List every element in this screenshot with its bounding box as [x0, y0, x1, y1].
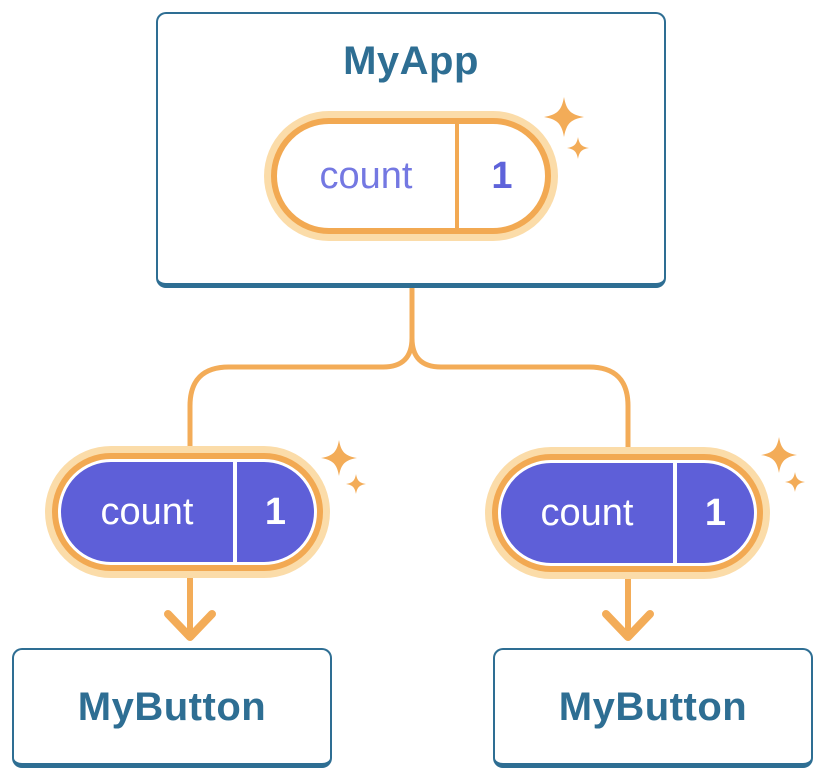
root-state-pill: count 1 — [271, 118, 551, 234]
root-component-card: MyApp count 1 — [156, 12, 666, 288]
down-arrow-stems — [187, 575, 631, 634]
pill-divider — [455, 124, 459, 228]
state-value-label: 1 — [704, 492, 727, 534]
down-arrow-icon — [164, 610, 654, 641]
child-component-card-left: MyButton — [12, 648, 332, 768]
child-component-card-right: MyButton — [493, 648, 813, 768]
pill-divider — [233, 462, 237, 562]
child-state-pill-left: count 1 — [58, 459, 317, 565]
state-name-label: count — [540, 492, 634, 534]
pill-divider — [673, 463, 677, 563]
sparkle-icon — [321, 440, 366, 494]
state-name-label: count — [100, 491, 194, 533]
parent-to-children-connector — [187, 285, 631, 450]
state-value-label: 1 — [264, 491, 287, 533]
child-component-title: MyButton — [77, 684, 267, 729]
state-value-label: 1 — [491, 155, 513, 197]
child-state-pill-right: count 1 — [498, 460, 757, 566]
state-name-label: count — [319, 155, 413, 197]
sparkle-icon — [761, 437, 805, 492]
child-component-title: MyButton — [558, 684, 748, 729]
root-component-title: MyApp — [343, 39, 479, 83]
